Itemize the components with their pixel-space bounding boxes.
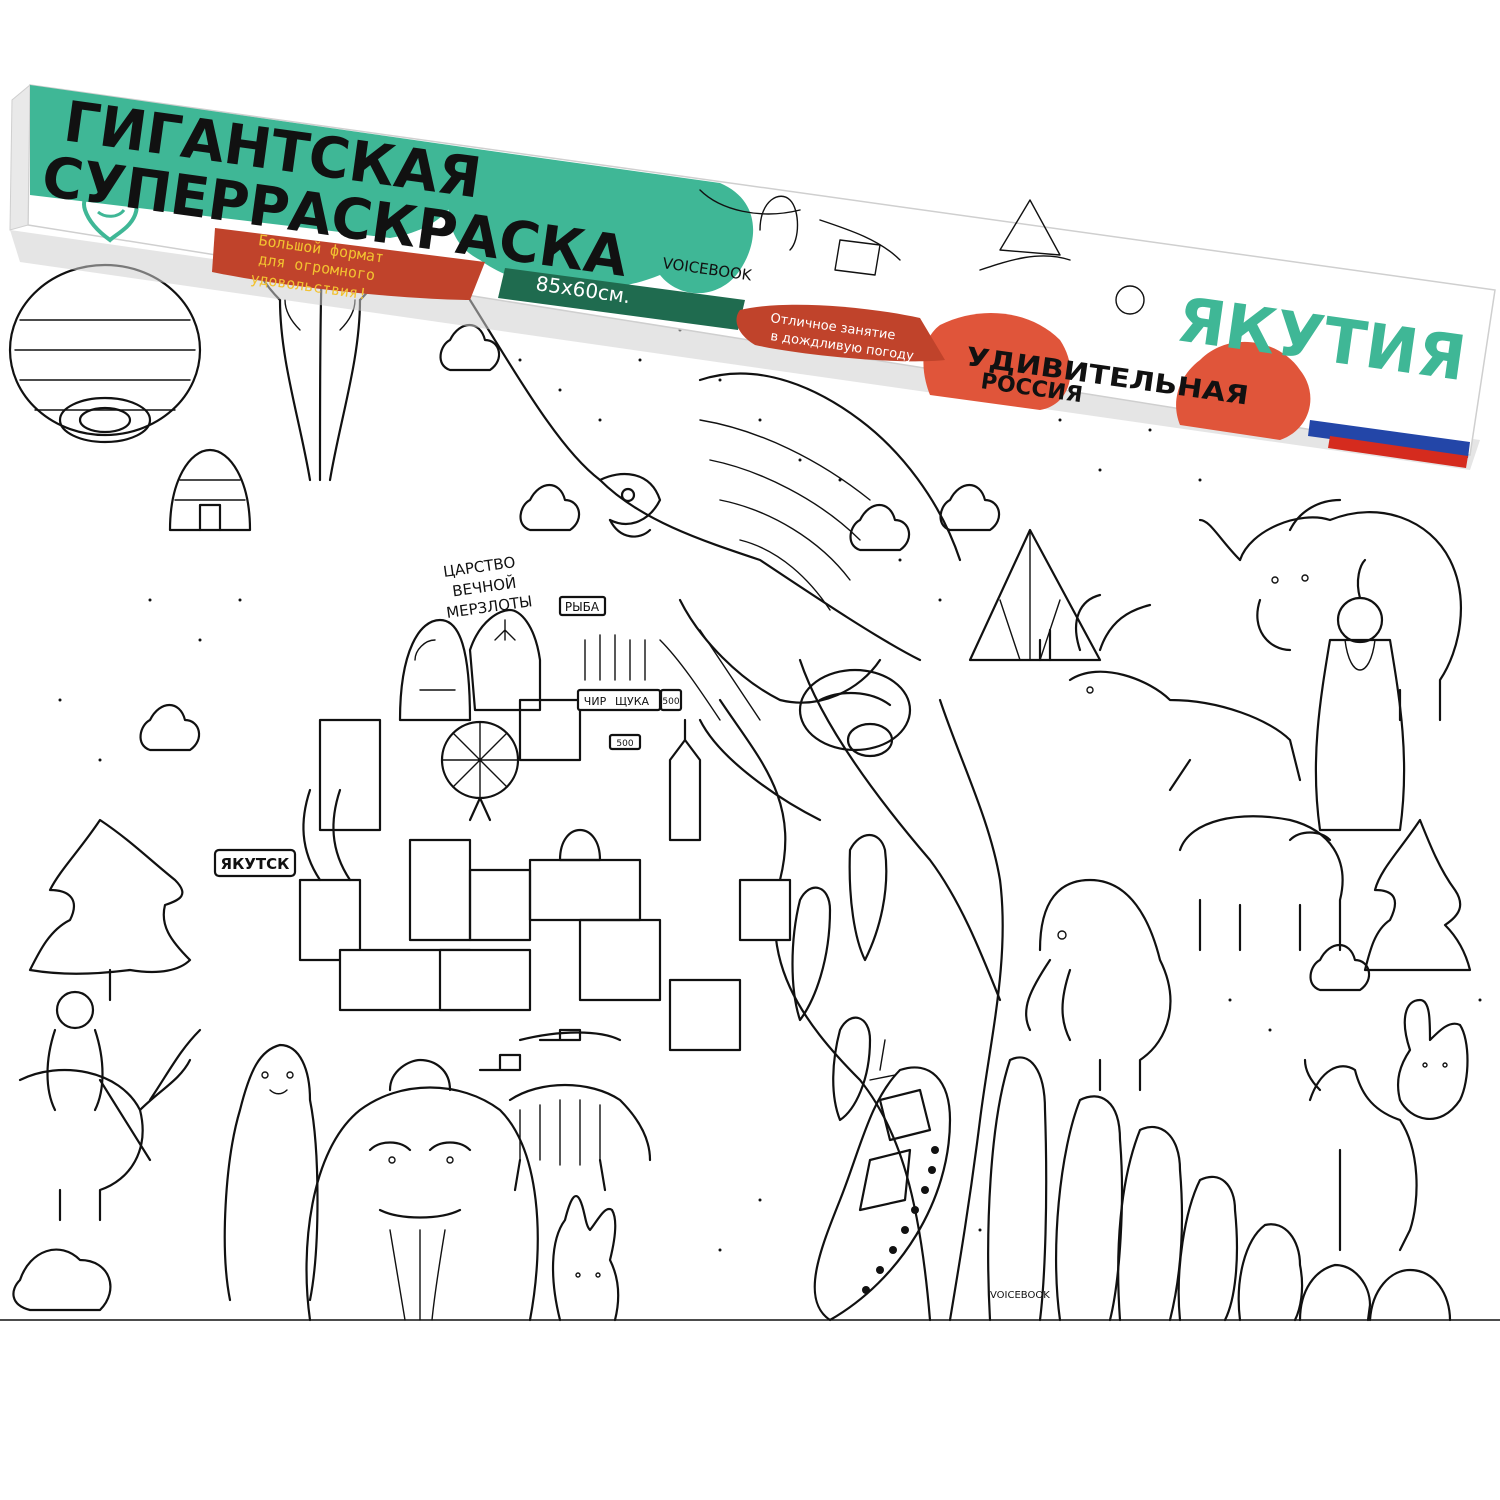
mammoth-drawing: [1025, 878, 1172, 1092]
elder-portrait-drawing: [305, 1058, 539, 1322]
bunny-drawing: [551, 1194, 620, 1322]
muskox-drawing: [1178, 815, 1344, 952]
fir-tree-left-drawing: [28, 818, 192, 1002]
reindeer-drawing: [1068, 593, 1302, 792]
permafrost-area-drawing: ЦАРСТВО ВЕЧНОЙ МЕРЗЛОТЫ: [398, 553, 542, 722]
ship-portholes: [862, 1146, 939, 1294]
ermine-drawing: [223, 1043, 319, 1302]
sign-chir-label: ЧИР: [584, 695, 607, 708]
bull-drawing: [1198, 498, 1462, 722]
voicebook-heart-logo-icon: [82, 189, 139, 243]
fish-stall-drawing: РЫБА ЧИР ЩУКА 500 500: [558, 595, 683, 751]
box-art-preview: [699, 189, 1145, 315]
shaman-drawing: [1314, 558, 1406, 832]
hut-drawing: [168, 448, 252, 532]
sign-fish-label: РЫБА: [565, 600, 600, 614]
hare-drawing: [1396, 998, 1469, 1120]
wolf-drawing: [1303, 1058, 1418, 1252]
ship-drawing: [813, 1039, 952, 1322]
product-box: ГИГАНТСКАЯ СУПЕРРАСКРАСКА Большой формат…: [9, 83, 1496, 470]
eagle-drawing: [468, 298, 1002, 1002]
bushes-drawing: [12, 323, 1371, 1312]
snow-dots: [58, 328, 1482, 1252]
reindeer-rider-drawing: [18, 990, 202, 1222]
fir-tree-right-drawing: [1363, 818, 1472, 972]
sign-price-500b: 500: [616, 739, 633, 749]
poster-artwork: ЯКУТСК ЦАРСТВО ВЕЧНОЙ МЕРЗЛОТЫ РЫБА ЧИР …: [0, 238, 1500, 1322]
poster-brand-label: VOICEBOOK: [990, 1290, 1050, 1301]
tent-drawing: [968, 528, 1102, 662]
stone-pillars-drawing: [987, 1056, 1452, 1322]
city-sign-label: ЯКУТСК: [221, 855, 291, 873]
dome-drawing: [8, 263, 202, 444]
mammoth-skeleton-drawing: [508, 1083, 652, 1192]
city-drawing: ЯКУТСК: [213, 698, 792, 1072]
sign-price-500a: 500: [662, 697, 679, 707]
sign-shchuka-label: ЩУКА: [615, 695, 650, 708]
river-drawing: [718, 668, 1004, 1322]
